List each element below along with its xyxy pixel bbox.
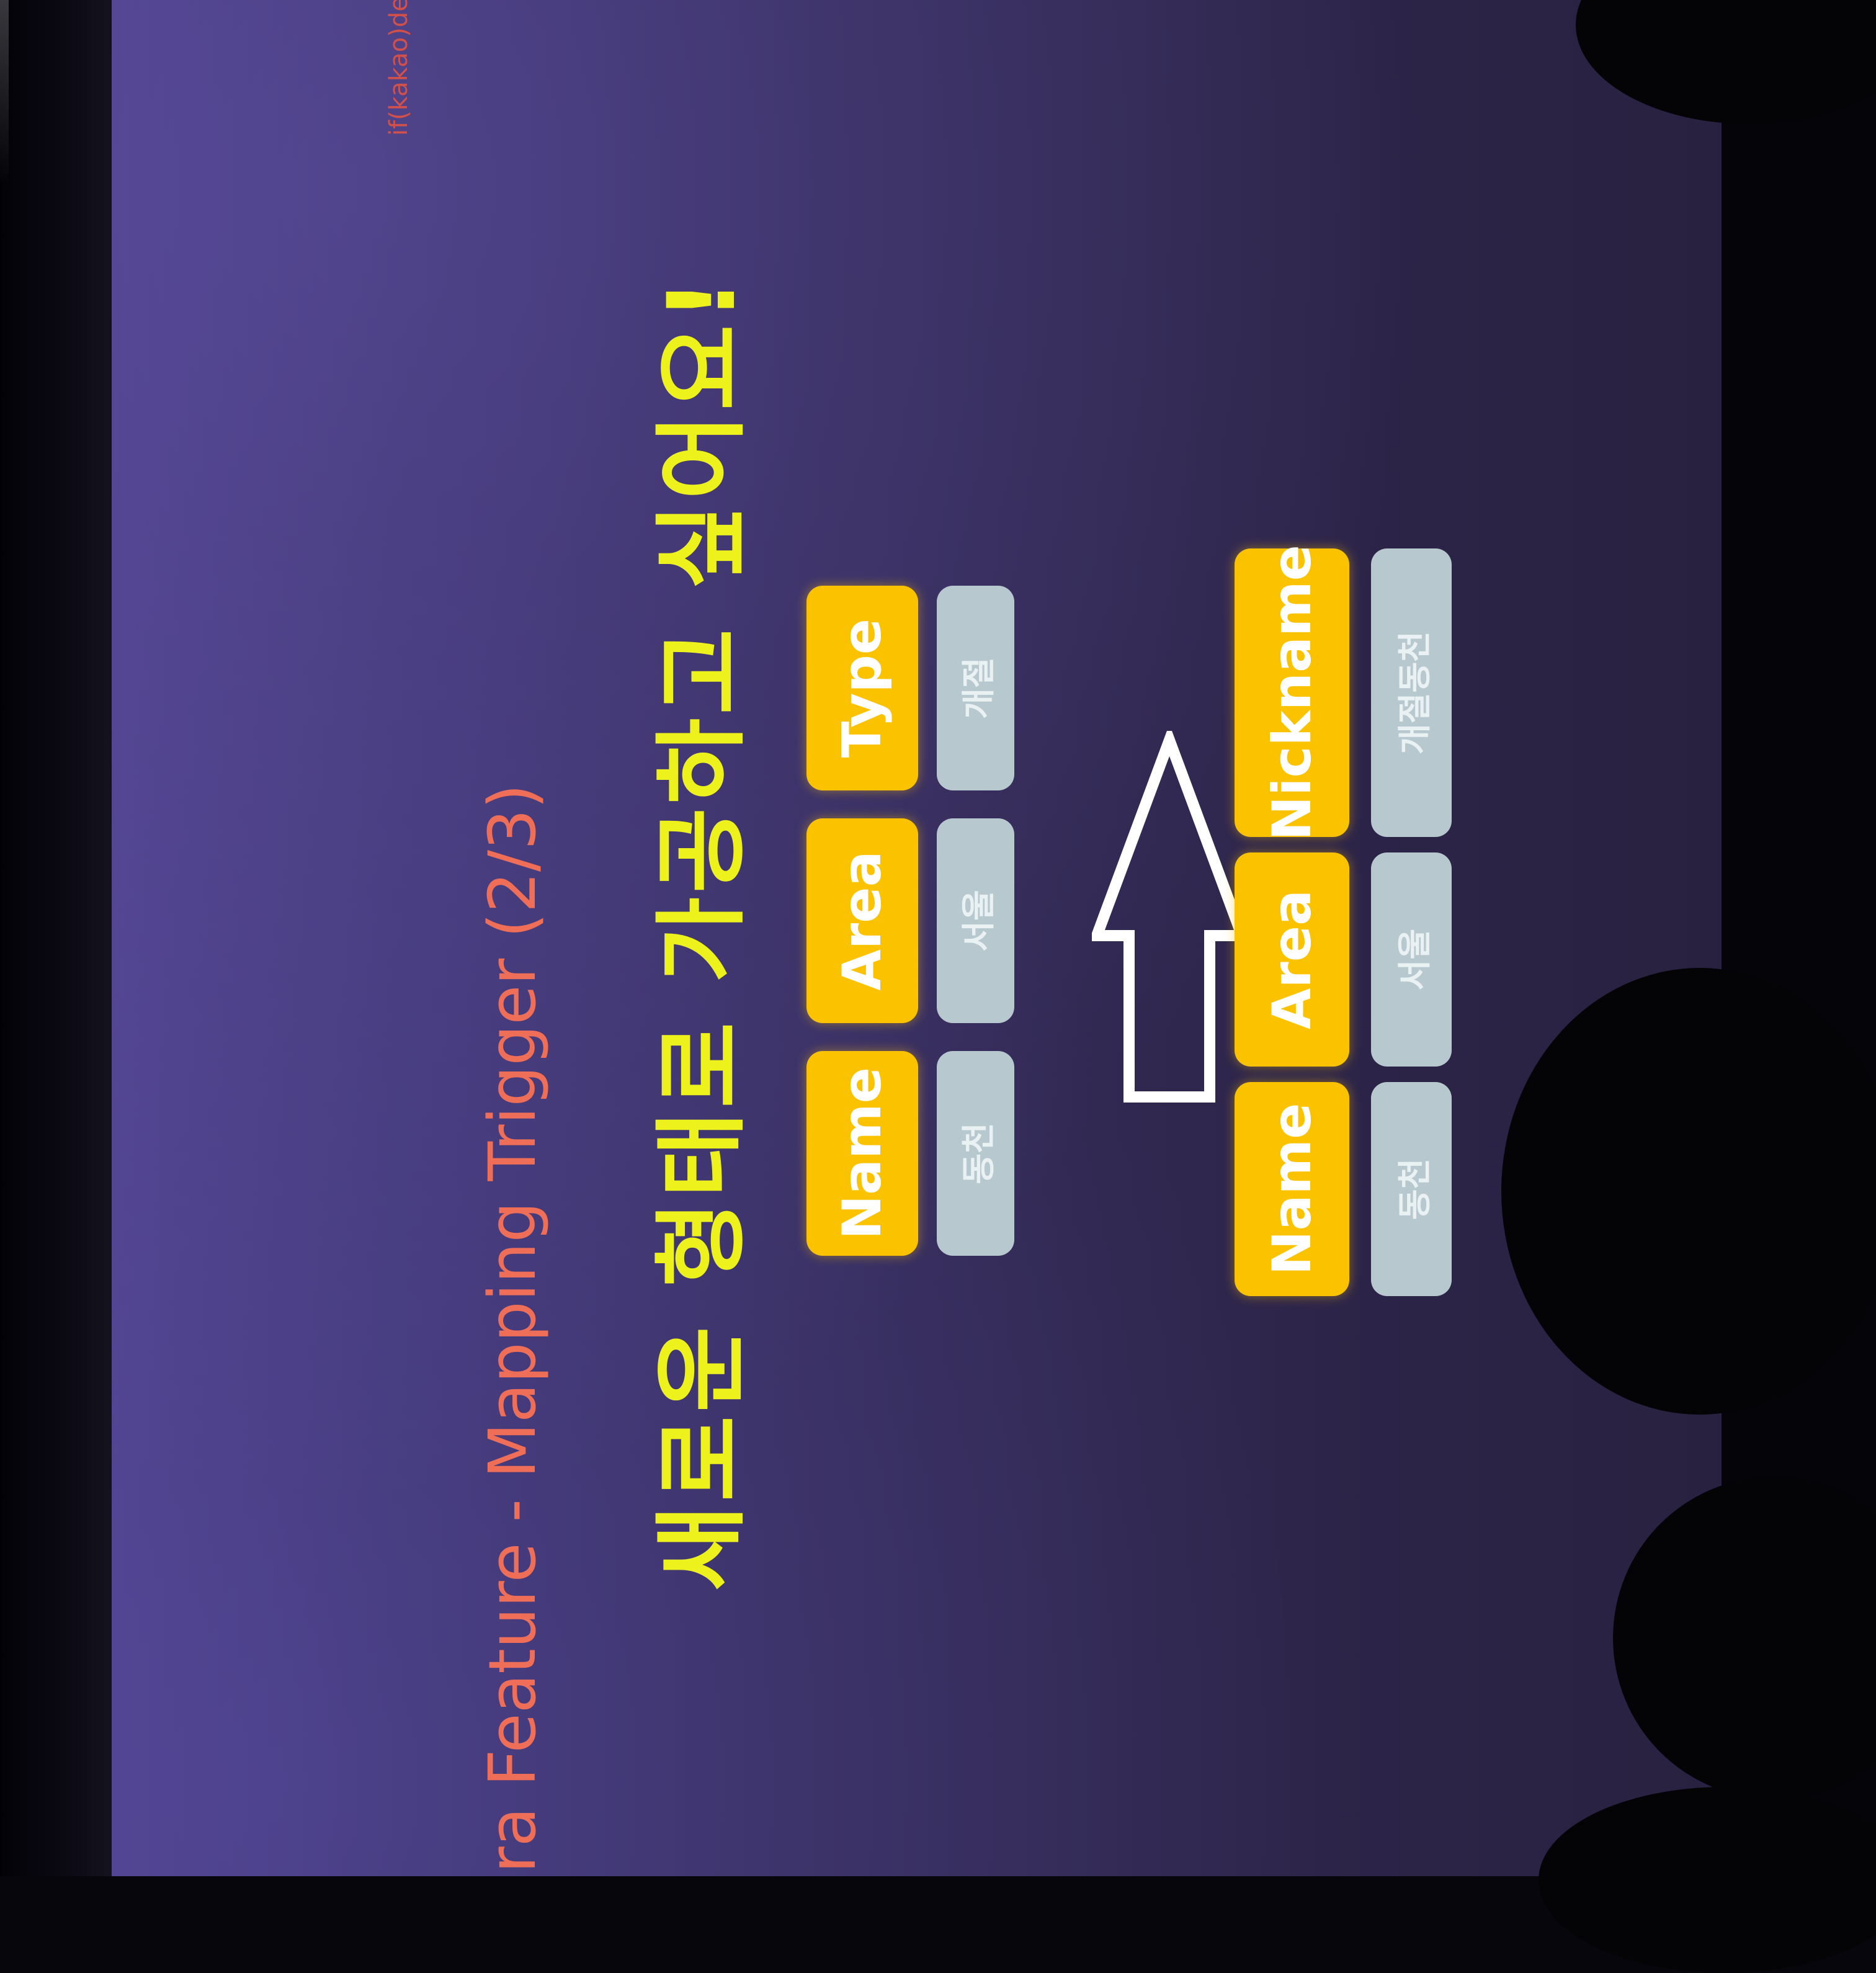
- before-name-value: 동천: [937, 1051, 1014, 1256]
- slide-title: ldra Feature - Mapping Trigger (2/3): [475, 784, 550, 1876]
- after-nickname-value: 개절동천: [1371, 548, 1452, 837]
- after-name-value: 동천: [1371, 1082, 1452, 1296]
- before-type-key: Type: [806, 586, 918, 790]
- audience-silhouette: [1501, 968, 1876, 1415]
- slide-content: if(kakao)dev ldra Feature - Mapping Trig…: [112, 0, 1728, 1876]
- right-arrow-icon: [1092, 731, 1247, 1103]
- before-type-value: 개절: [937, 586, 1014, 790]
- after-area-key: Area: [1235, 852, 1349, 1067]
- screen-bezel: [0, 0, 118, 1876]
- before-name-key: Name: [806, 1051, 918, 1256]
- screen-glow: [112, 0, 1728, 1876]
- after-nickname-key: Nickname: [1235, 545, 1349, 841]
- event-logo-text: if(kakao)dev: [385, 0, 413, 136]
- after-area-value: 서울: [1371, 852, 1452, 1067]
- after-name-key: Name: [1235, 1082, 1349, 1296]
- audience-silhouette: [1613, 1477, 1876, 1799]
- bezel-highlight: [0, 0, 9, 186]
- slide-headline: 새로운 형태로 가공하고 싶어요!: [648, 274, 756, 1591]
- before-area-key: Area: [806, 818, 918, 1023]
- projected-slide: if(kakao)dev ldra Feature - Mapping Trig…: [112, 0, 1728, 1876]
- before-area-value: 서울: [937, 818, 1014, 1023]
